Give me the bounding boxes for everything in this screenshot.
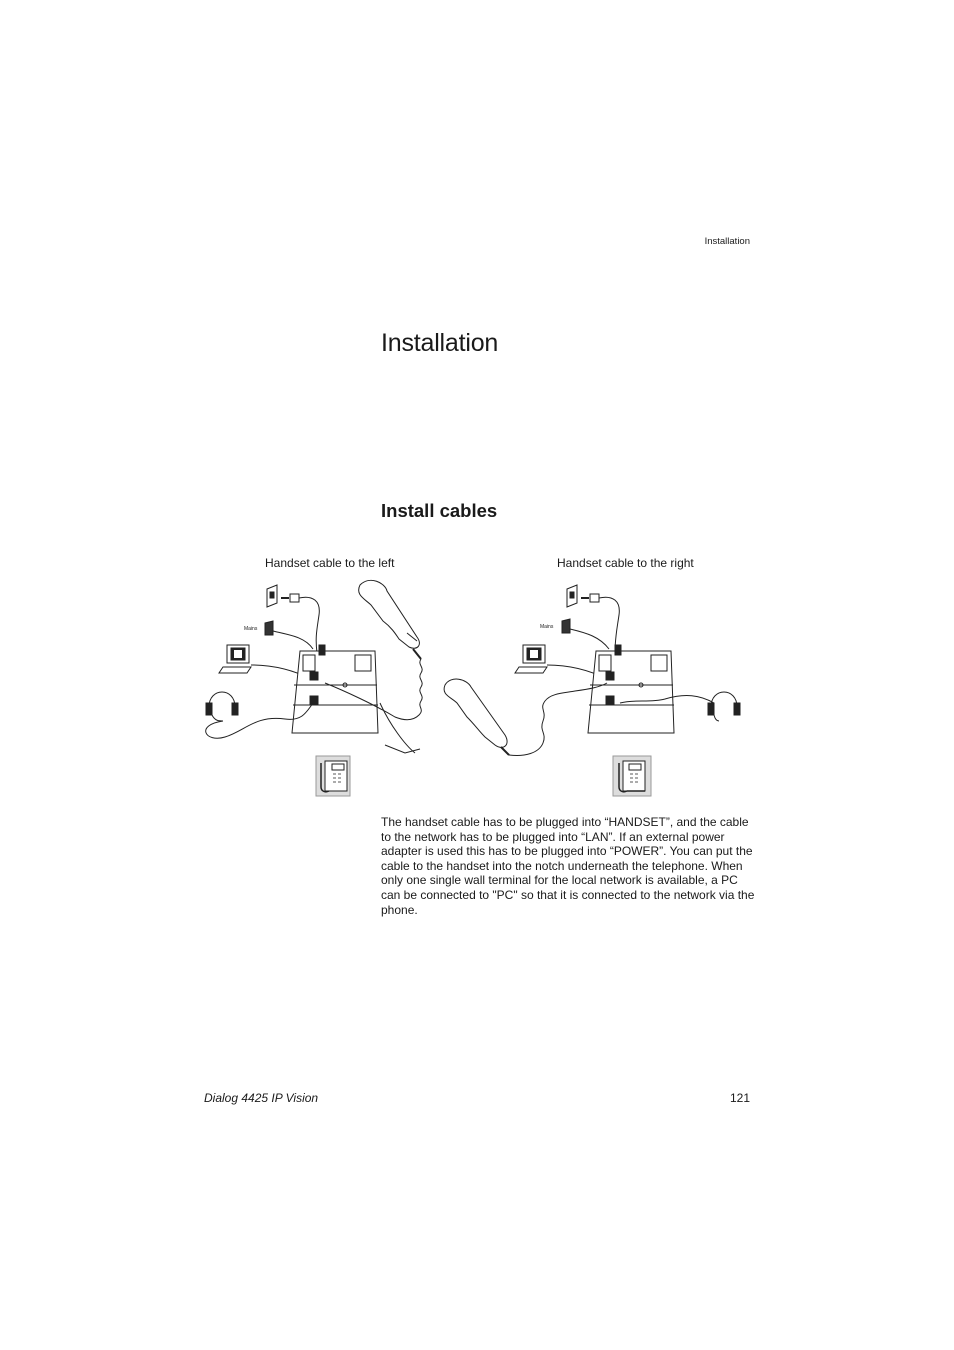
footer-product-name: Dialog 4425 IP Vision — [204, 1091, 319, 1105]
wall-socket-icon — [266, 584, 278, 608]
pc-icon — [514, 644, 548, 674]
figure-caption-right: Handset cable to the right — [557, 556, 694, 570]
running-header: Installation — [704, 236, 750, 247]
right-setup: Mains — [443, 584, 741, 756]
mains-label-right: Mains — [540, 624, 554, 630]
mains-label-left: Mains — [244, 626, 258, 632]
handset-icon — [358, 579, 420, 649]
handset-icon — [443, 678, 508, 748]
phone-thumbnail-right — [612, 755, 652, 797]
phone-base-icon — [587, 644, 675, 734]
body-paragraph: The handset cable has to be plugged into… — [381, 815, 755, 917]
figure-caption-left: Handset cable to the left — [265, 556, 395, 570]
headset-icon — [205, 691, 239, 722]
phone-thumbnail-left — [315, 755, 351, 797]
left-setup: Mains — [205, 579, 423, 754]
page-title: Installation — [381, 329, 499, 357]
power-adapter-icon — [264, 620, 274, 636]
cable-installation-diagram: Mains — [205, 579, 741, 797]
headset-icon — [707, 691, 741, 722]
phone-base-icon — [291, 644, 379, 734]
wall-socket-icon — [566, 584, 578, 608]
footer-page-number: 121 — [729, 1091, 750, 1105]
section-heading: Install cables — [381, 500, 498, 521]
power-adapter-icon — [561, 618, 571, 634]
pc-icon — [218, 644, 252, 674]
